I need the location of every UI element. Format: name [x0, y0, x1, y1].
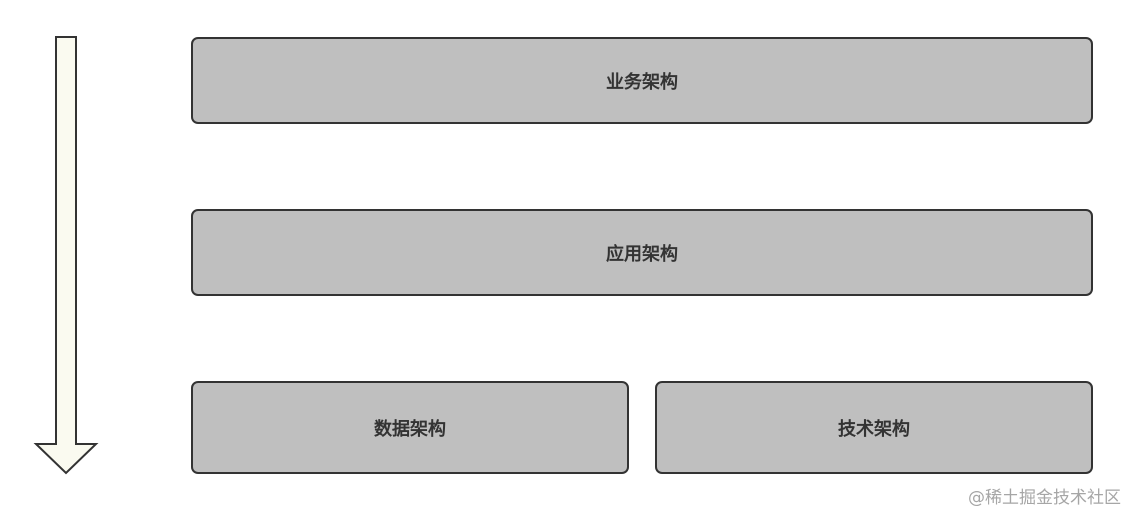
application-architecture-box: 应用架构 [191, 209, 1093, 296]
application-architecture-label: 应用架构 [606, 243, 678, 265]
data-architecture-box: 数据架构 [191, 381, 629, 474]
down-arrow-icon [33, 36, 99, 475]
data-architecture-label: 数据架构 [374, 418, 446, 440]
business-architecture-label: 业务架构 [606, 71, 678, 93]
technology-architecture-label: 技术架构 [838, 418, 910, 440]
technology-architecture-box: 技术架构 [655, 381, 1093, 474]
business-architecture-box: 业务架构 [191, 37, 1093, 124]
watermark: @稀土掘金技术社区 [968, 488, 1121, 508]
